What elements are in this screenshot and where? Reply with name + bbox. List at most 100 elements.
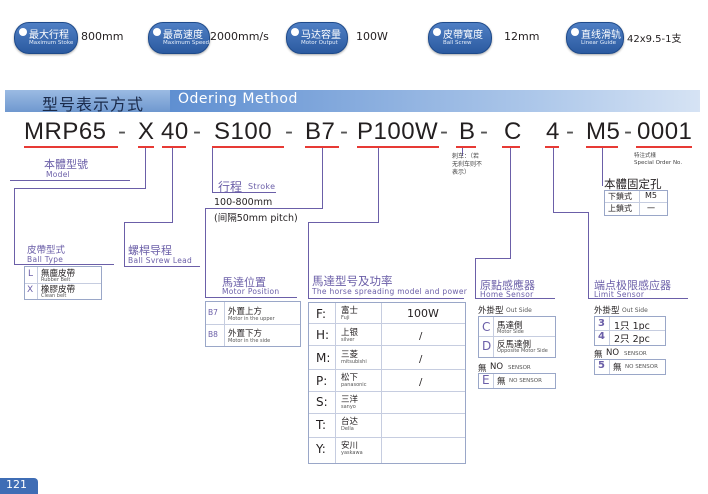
- header-band-left: [5, 90, 170, 112]
- underline-motor-type: [357, 146, 439, 148]
- code-dash: -: [624, 118, 633, 145]
- belt-key: X: [27, 285, 34, 295]
- underline-stroke: [212, 146, 284, 148]
- home-sensor-key: D: [482, 339, 492, 353]
- code-x: X: [138, 118, 155, 145]
- screw-lead-label: 螺桿导程: [128, 244, 172, 257]
- fix-hole-value: 一: [647, 204, 655, 213]
- spec-label-en: Ball Screw: [443, 40, 472, 46]
- limit-sensor-count: 2只 2pc: [614, 334, 650, 345]
- underline-limit-sensor: [545, 146, 559, 148]
- code-motor-position: B7: [305, 118, 336, 145]
- motor-brand-en: Della: [341, 426, 354, 432]
- spec-label-en: Maximum Speed: [163, 40, 210, 46]
- limit-outside-label: 外掛型: [594, 306, 620, 316]
- lead-underline: [124, 266, 200, 268]
- table-row-divider: [479, 336, 555, 337]
- spec-pill: 马达容量 Motor Output: [286, 22, 348, 54]
- motor-position-key: B8: [208, 330, 218, 339]
- limit-sensor-underline: [588, 298, 688, 300]
- limit-sensor-label: 端点极限感应器: [594, 279, 671, 292]
- connector: [378, 148, 380, 222]
- spec-pill: 最高速度 Maximum Speed: [148, 22, 210, 54]
- belt-en: Rubber Belt: [41, 277, 71, 283]
- motor-type-table: F: 富士 Fuji 100W H: 上银 silver / M: 三菱 mit…: [308, 302, 466, 464]
- home-no-zh: 無: [497, 377, 506, 387]
- motor-brand-en: yaskawa: [341, 450, 363, 456]
- limit-outside-label-en: Out Side: [622, 307, 648, 314]
- model-label-en: Model: [46, 170, 71, 179]
- belt-zh: 橡膠皮帶: [41, 285, 76, 295]
- connector: [308, 222, 379, 224]
- motor-type-label: 馬達型号及功率: [312, 274, 393, 288]
- home-sensor-word: SENSOR: [508, 365, 531, 371]
- connector: [14, 188, 16, 264]
- bullet-icon: [19, 28, 27, 36]
- connector: [14, 188, 146, 190]
- spec-label: 皮帶寬度: [443, 30, 483, 41]
- motor-power: /: [419, 354, 423, 365]
- home-no-en: NO SENSOR: [509, 378, 542, 384]
- underline-model: [24, 146, 118, 148]
- limit-sensor-key: 5: [598, 360, 605, 371]
- motor-brand-zh: 松下: [341, 373, 359, 383]
- connector: [475, 258, 477, 298]
- home-sensor-underline: [475, 298, 555, 300]
- home-sensor-zh: 馬達側: [497, 321, 523, 331]
- motor-brand-key: P:: [316, 374, 328, 388]
- limit-no-label-en: NO: [606, 348, 620, 358]
- motor-brand-zh: 上银: [341, 328, 359, 338]
- spec-label-en: Motor Output: [301, 40, 338, 46]
- motor-position-label-en: Motor Position: [222, 287, 280, 296]
- motor-type-label-en: The horse spreading model and power: [312, 287, 468, 296]
- code-dash: -: [285, 118, 294, 145]
- fix-hole-type: 上鎖式: [608, 204, 632, 213]
- spec-label: 最高速度: [163, 30, 203, 41]
- belt-type-label-en: Ball Type: [27, 255, 64, 264]
- code-dash: -: [340, 118, 349, 145]
- motor-brand-key: S:: [316, 395, 328, 409]
- bullet-icon: [291, 28, 299, 36]
- code-lead: 40: [161, 118, 189, 145]
- home-sensor-label: 原點感應器: [480, 279, 535, 292]
- motor-brand-key: H:: [316, 328, 330, 342]
- table-row-divider: [206, 324, 300, 325]
- limit-sensor-key: 3: [598, 318, 605, 329]
- home-sensor-en: Opposite Motor Side: [497, 348, 548, 354]
- spec-label-en: Linear Guide: [581, 40, 616, 46]
- limit-no-sensor-table: 5 無 NO SENSOR: [594, 359, 666, 375]
- code-limit-sensor: 4: [546, 118, 560, 145]
- brake-note: 表示）: [452, 169, 471, 176]
- motor-power: 100W: [407, 307, 439, 320]
- home-sensor-key: E: [482, 373, 490, 387]
- belt-underline: [14, 264, 114, 266]
- limit-sensor-label-en: Limit Sensor: [594, 290, 645, 299]
- home-sensor-label-en: Home Sensor: [480, 290, 534, 299]
- spec-value: 42x9.5-1支: [627, 34, 682, 45]
- home-no-label: 無: [478, 364, 487, 374]
- code-home-sensor: C: [504, 118, 522, 145]
- motor-position-en: Motor in the upper: [228, 316, 275, 322]
- table-row-divider: [309, 369, 465, 370]
- section-title: 型号表示方式: [42, 95, 145, 114]
- page-number-tab: 121: [0, 478, 38, 494]
- home-sensor-zh: 反馬達側: [497, 340, 532, 350]
- spec-label-en: Maximum Stoke: [29, 40, 74, 46]
- code-brake: B: [459, 118, 476, 145]
- motor-position-zh: 外置上方: [228, 307, 263, 317]
- bullet-icon: [571, 28, 579, 36]
- table-row-divider: [309, 323, 465, 324]
- spec-pill: 皮帶寬度 Ball Screw: [428, 22, 492, 54]
- code-dash: -: [566, 118, 575, 145]
- connector: [602, 148, 604, 186]
- table-divider: [335, 303, 336, 463]
- connector: [172, 148, 174, 222]
- belt-type-label: 皮帶型式: [27, 245, 66, 256]
- motor-brand-en: Fuji: [341, 315, 350, 321]
- connector: [588, 212, 590, 298]
- motor-brand-zh: 安川: [341, 441, 359, 451]
- limit-sensor-count: 1只 1pc: [614, 321, 650, 332]
- motor-brand-en: sanyo: [341, 404, 356, 410]
- code-fix-hole: M5: [586, 118, 621, 145]
- screw-lead-label-en: Ball Svrew Lead: [128, 256, 193, 265]
